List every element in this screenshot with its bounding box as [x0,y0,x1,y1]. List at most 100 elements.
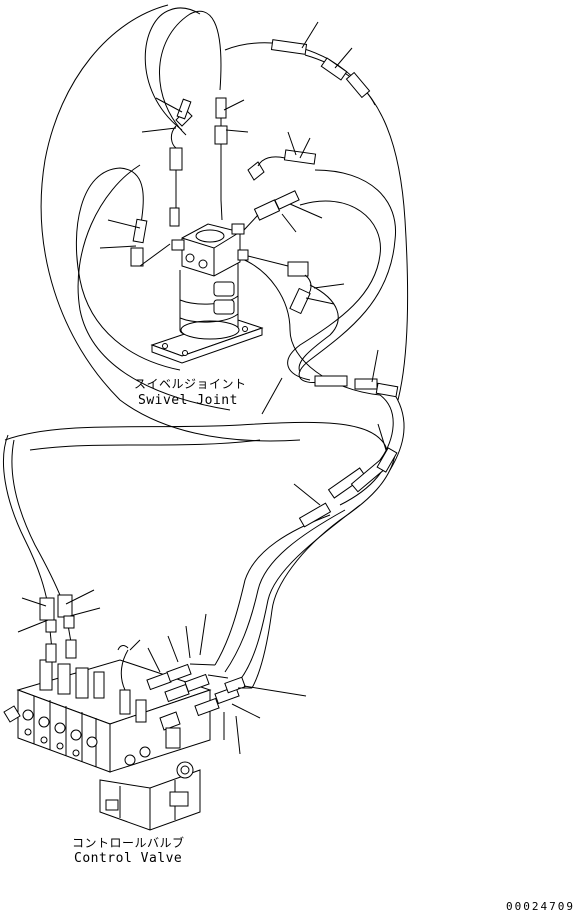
leader-line [243,685,307,697]
hose-fitting [287,261,309,277]
hose-right-loop-b [287,200,381,381]
hose-fitting [159,711,181,731]
hose-sleeve [327,467,367,499]
hose-sleeve [166,663,192,683]
leader-line [281,213,297,233]
elbow-tube [257,156,286,167]
valve-port-icon [54,722,66,734]
hose-fitting [119,689,131,715]
leader-line [65,589,95,605]
valve-spool [75,667,89,699]
swivel-port-top [169,207,180,227]
valve-port-icon [72,749,80,757]
swivel-port-right [231,223,245,235]
leader-line [21,597,47,607]
hose-fitting [63,615,75,629]
hose-left-down-a [3,434,49,606]
hose-bundle-c [239,504,361,681]
swivel-port-body [213,281,235,297]
hose-small-left-loop [75,167,181,371]
bolt-icon [182,350,188,356]
valve-spool [93,671,105,699]
hose-left-loop-inner [77,164,231,411]
hose-bundle-a [214,514,331,666]
hose-sleeve [224,676,246,694]
swivel-head-edges [181,231,241,276]
hose-fitting [45,643,57,663]
swivel-band [179,313,239,323]
hose-bundle-e [389,394,405,471]
fitting-tube [117,645,129,651]
leader-line [371,349,379,383]
valve-spool [57,663,71,695]
hose-sleeve [376,447,398,473]
hose-fitting [135,699,147,723]
valve-port-icon [56,742,64,750]
valve-port-icon [139,746,151,758]
leader-line [141,127,177,133]
valve-port [169,791,189,807]
hose-sleeve [57,594,73,618]
valve-port-icon [22,709,34,721]
bolt-icon [162,343,168,349]
leader-line [225,129,249,133]
hose-fitting [132,218,148,244]
leader-line [334,47,353,69]
fitting-tube [247,255,289,267]
leader-lines [17,21,387,755]
swivel-joint-label-en: Swivel Joint [138,393,238,408]
fitting-tube [120,649,129,691]
leader-line [129,639,141,651]
valve-hose-ends [146,663,252,717]
hose-bundle-d [251,454,396,689]
elbow-tube [170,125,177,149]
swivel-joint [150,207,264,364]
hose-sleeve [176,98,192,120]
swivel-base-plate-side [151,327,263,364]
hose-sleeves-lower [39,375,399,633]
hose-sleeve [39,597,55,621]
valve-body-side [109,689,211,773]
hose-right-loop-c [298,284,339,373]
leader-line [155,97,183,113]
leader-line [293,483,321,506]
control-valve-label-ja: コントロールバルブ [72,836,185,850]
valve-section-lines [33,696,97,767]
hose-lower-loop [239,257,394,461]
valve-port-icon [124,754,136,766]
figure-number: 00024709 [506,900,575,913]
swivel-port-front [237,249,249,261]
hose-sleeve [184,673,210,693]
leader-line [107,219,141,229]
hose-right-loop-a [298,169,397,384]
bolt-icon [242,326,248,332]
valve-port [105,799,119,811]
valve-port-icon [86,736,98,748]
leader-line [305,297,335,305]
hose-fitting [215,97,227,119]
hose-fitting [65,639,77,659]
hose-fitting [45,619,57,633]
swivel-joint-label-ja: スイベルジョイント [134,377,247,391]
hose-fitting [3,705,21,723]
leader-line [287,131,297,156]
hose-sleeve [289,287,311,315]
fitting-tube [139,243,171,267]
fittings-top [130,39,371,315]
leader-line [301,21,319,49]
hose-outer-loop-b [144,7,201,131]
leader-line [231,703,261,719]
leader-line [185,625,191,659]
swivel-port-left [171,239,185,251]
hose-fitting [165,727,181,749]
swivel-band [179,295,239,305]
leader-line [69,607,101,617]
swivel-port-body [213,299,235,315]
swivel-body-bottom [180,320,240,340]
leader-line [261,377,283,415]
hose-sleeve [354,378,378,390]
leader-line [377,423,387,451]
valve-port-icon [38,716,50,728]
